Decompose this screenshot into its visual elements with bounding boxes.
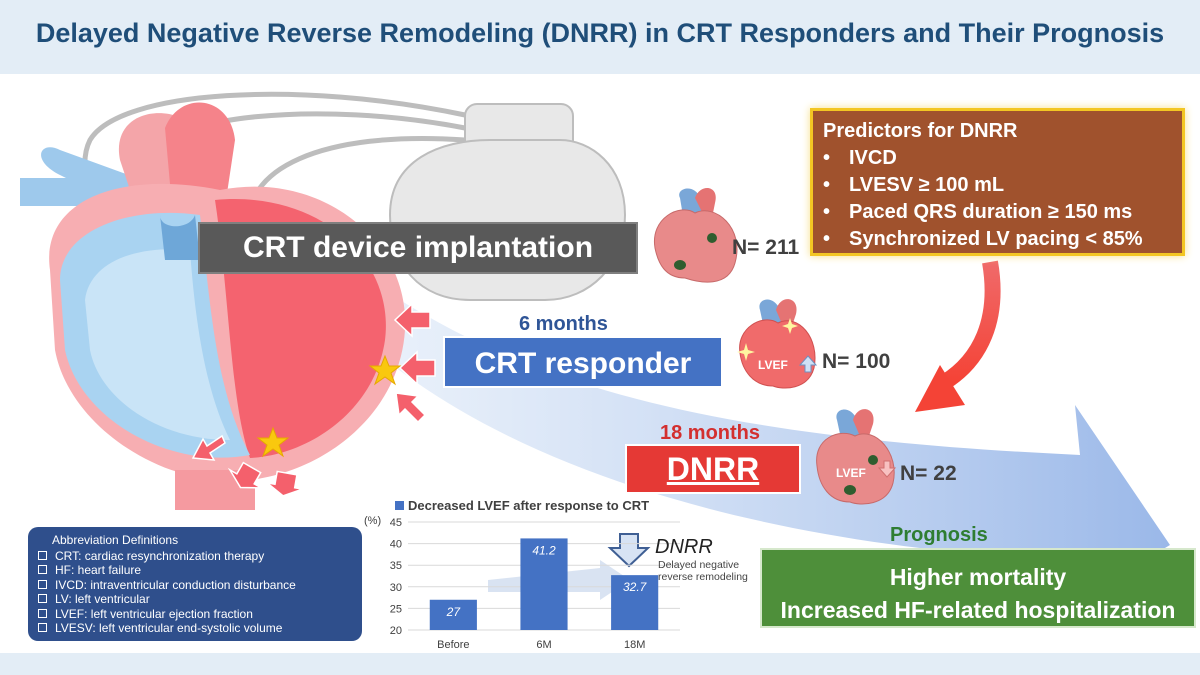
y-tick-label: 40 xyxy=(390,539,402,551)
x-tick-label: 6M xyxy=(536,639,551,651)
predictors-box: Predictors for DNRR IVCD LVESV ≥ 100 mL … xyxy=(810,108,1185,256)
abbreviation-box: Abbreviation Definitions CRT: cardiac re… xyxy=(28,527,362,641)
bar xyxy=(520,538,568,630)
n-responder: N= 100 xyxy=(822,350,891,373)
y-tick-label: 20 xyxy=(390,625,402,637)
bar xyxy=(611,575,659,630)
dnrr-note-sub-1: Delayed negative xyxy=(658,559,740,571)
pacing-arrows-icon xyxy=(191,302,436,497)
abbreviation-item: HF: heart failure xyxy=(38,563,352,577)
dnrr-time: 18 months xyxy=(660,422,761,444)
abbreviation-item: IVCD: intraventricular conduction distur… xyxy=(38,578,352,592)
prognosis-box: Higher mortality Increased HF-related ho… xyxy=(760,548,1196,628)
legend-swatch xyxy=(395,501,404,510)
dnrr-box-label: DNRR xyxy=(666,451,760,487)
small-heart-responder xyxy=(737,299,816,389)
dnrr-down-arrow-icon xyxy=(607,533,651,568)
prognosis-line-1: Higher mortality xyxy=(889,564,1067,590)
y-tick-label: 25 xyxy=(390,603,402,615)
chart-legend: Decreased LVEF after response to CRT xyxy=(395,498,649,513)
device-implantation-box: CRT device implantation xyxy=(198,222,638,274)
bar xyxy=(429,599,477,630)
lvef-responder-label: LVEF xyxy=(758,358,788,372)
responder-time: 6 months xyxy=(519,313,608,335)
small-heart-dnrr xyxy=(816,409,895,505)
abbreviation-list: CRT: cardiac resynchronization therapy H… xyxy=(38,549,352,635)
predictors-list: IVCD LVESV ≥ 100 mL Paced QRS duration ≥… xyxy=(823,145,1172,253)
lvef-dnrr-label: LVEF xyxy=(836,466,866,480)
x-tick-label: 18M xyxy=(624,639,645,651)
predictor-item: Synchronized LV pacing < 85% xyxy=(823,226,1172,253)
y-tick-label: 35 xyxy=(390,560,402,572)
predictor-item: Paced QRS duration ≥ 150 ms xyxy=(823,199,1172,226)
dnrr-note-sub: Delayed negative reverse remodeling xyxy=(658,559,748,583)
abbreviation-item: LV: left ventricular xyxy=(38,592,352,606)
star-icon xyxy=(256,354,402,458)
small-heart-baseline xyxy=(654,187,738,283)
bar-value-label: 32.7 xyxy=(623,580,648,594)
n-baseline: N= 211 xyxy=(732,236,800,259)
responder-box: CRT responder xyxy=(443,336,723,388)
bar-value-label: 27 xyxy=(446,605,462,619)
predictor-arrowhead xyxy=(915,365,965,412)
lvef-down-arrow-icon xyxy=(877,460,897,478)
footer-band xyxy=(0,653,1200,675)
page-title: Delayed Negative Reverse Remodeling (DNR… xyxy=(35,18,1165,48)
abbreviation-item: LVEF: left ventricular ejection fraction xyxy=(38,607,352,621)
abbreviation-item: LVESV: left ventricular end-systolic vol… xyxy=(38,621,352,635)
y-axis-unit: (%) xyxy=(364,515,381,527)
header-band xyxy=(0,0,1200,74)
predictor-item: IVCD xyxy=(823,145,1172,172)
dnrr-note-label: DNRR xyxy=(655,536,713,558)
bar-value-label: 41.2 xyxy=(532,543,556,557)
x-tick-label: Before xyxy=(437,639,469,651)
predictor-item: LVESV ≥ 100 mL xyxy=(823,172,1172,199)
y-tick-label: 30 xyxy=(390,582,402,594)
predictor-arrow xyxy=(940,260,1001,389)
legend-label: Decreased LVEF after response to CRT xyxy=(408,498,650,513)
abbreviation-item: CRT: cardiac resynchronization therapy xyxy=(38,549,352,563)
prognosis-line-2: Increased HF-related hospitalization xyxy=(780,597,1176,623)
predictors-title: Predictors for DNRR xyxy=(823,120,1018,142)
lvef-up-arrow-icon xyxy=(798,355,818,373)
dnrr-note-sub-2: reverse remodeling xyxy=(658,571,748,583)
dnrr-box: DNRR xyxy=(625,444,801,494)
prognosis-title: Prognosis xyxy=(890,524,988,546)
y-tick-label: 45 xyxy=(390,517,402,529)
n-dnrr: N= 22 xyxy=(900,462,957,485)
abbreviation-title: Abbreviation Definitions xyxy=(52,533,179,547)
